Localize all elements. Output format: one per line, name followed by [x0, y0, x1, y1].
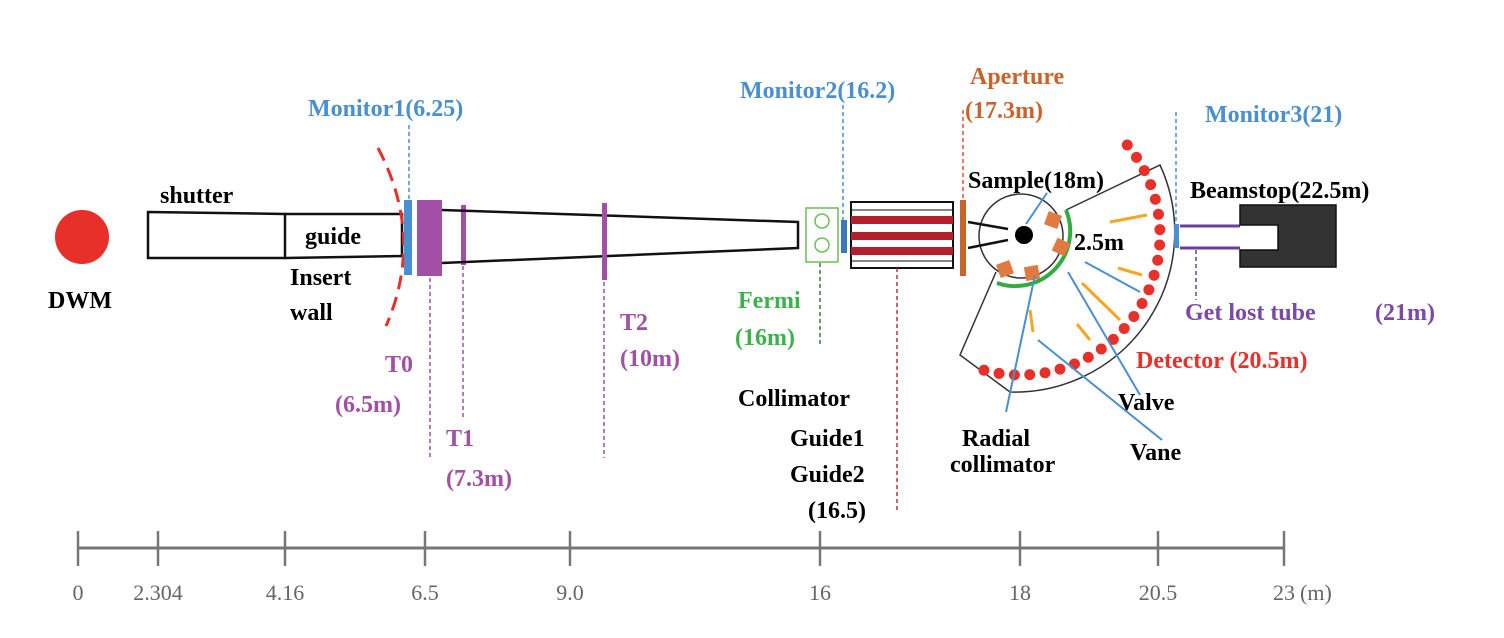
valve-arc [996, 209, 1073, 289]
radius-label: 2.5m [1074, 230, 1124, 256]
t1-chopper [461, 205, 466, 265]
axis-tick-label: 23 [1273, 580, 1295, 605]
axis-tick-label: 0 [73, 580, 84, 605]
detector-tube [1118, 322, 1130, 334]
fermi-chopper [805, 207, 839, 263]
valve-label: Valve [1118, 390, 1175, 416]
monitor3-label: Monitor3(21) [1205, 102, 1342, 128]
monitor1-label: Monitor1(6.25) [308, 96, 463, 122]
insert-label: Insert [290, 265, 351, 291]
wall-label: wall [290, 300, 333, 326]
radial-collimator-vanes [1028, 213, 1148, 341]
fermi-rotor-icon [814, 237, 830, 253]
getlost-pos: (21m) [1375, 300, 1435, 326]
radial-collimator-blocks [996, 211, 1071, 282]
t2-chopper [602, 203, 607, 280]
aperture-pos: (17.3m) [965, 98, 1043, 124]
detector-tube [993, 367, 1005, 379]
monitor2-label: Monitor2(16.2) [740, 78, 895, 104]
t1-label: T1 [446, 426, 474, 452]
collimator-pos: (16.5) [808, 498, 866, 524]
t0-pos: (6.5m) [335, 392, 401, 418]
monitor3 [1174, 224, 1179, 248]
detector-label: Detector (20.5m) [1136, 348, 1307, 374]
axis-ticks: 0 2.304 4.16 6.5 9.0 16 18 20.5 23 [73, 531, 1295, 605]
dwm-source [55, 210, 109, 264]
collimator-blade [851, 247, 953, 255]
detector-tube [978, 364, 990, 376]
collimator-label: Collimator [738, 386, 850, 412]
shutter-label: shutter [160, 183, 234, 209]
axis-tick-label: 20.5 [1139, 580, 1178, 605]
detector-tube [1121, 139, 1133, 151]
t2-pos: (10m) [620, 346, 680, 372]
detector-tube [1128, 310, 1140, 322]
guide1-label: Guide1 [790, 426, 865, 452]
getlost-label: Get lost tube [1185, 300, 1316, 326]
radial-label: Radial [962, 426, 1030, 452]
axis-tick-label: 9.0 [556, 580, 584, 605]
detector-tube [1082, 351, 1094, 363]
detector-tube [1152, 208, 1164, 220]
aperture [960, 200, 966, 276]
detector-array [978, 139, 1166, 381]
leader-arrows [1005, 192, 1163, 441]
detector-tube [1039, 367, 1051, 379]
detector-tube [1068, 358, 1080, 370]
axis-tick-label: 4.16 [266, 580, 305, 605]
collimator-blade [851, 232, 953, 240]
shutter-box [146, 210, 287, 260]
detector-tube [1152, 254, 1164, 266]
detector-tube [1095, 343, 1107, 355]
beamstop [1239, 204, 1337, 268]
insert-wall-arc [376, 147, 406, 327]
monitor1 [404, 200, 412, 275]
sample [1015, 226, 1033, 244]
vane-label: Vane [1130, 440, 1181, 466]
fermi-pos: (16m) [735, 325, 795, 351]
dwm-label: DWM [48, 288, 112, 314]
detector-tank [959, 163, 1176, 393]
detector-tube [1148, 269, 1160, 281]
detector-tube [1136, 298, 1148, 310]
guide-label: guide [305, 224, 361, 250]
detector-tube [1145, 179, 1157, 191]
detector-tube [1054, 363, 1066, 375]
axis-tick-label: 18 [1009, 580, 1031, 605]
monitor2 [841, 220, 847, 253]
detector-tube [1154, 239, 1166, 251]
axis-unit: (m) [1300, 580, 1332, 605]
axis-tick-label: 2.304 [133, 580, 183, 605]
t1-pos: (7.3m) [446, 466, 512, 492]
detector-tube [1107, 333, 1119, 345]
detector-tube [1130, 151, 1142, 163]
t0-chopper [417, 200, 442, 276]
fermi-label: Fermi [738, 288, 801, 314]
axis-tick-label: 6.5 [411, 580, 439, 605]
axis-tick-label: 16 [809, 580, 831, 605]
fermi-rotor-icon [814, 213, 830, 229]
aperture-label: Aperture [970, 64, 1065, 90]
t0-label: T0 [385, 352, 413, 378]
guide2-label: Guide2 [790, 462, 865, 488]
collimator-blade [851, 216, 953, 224]
t2-label: T2 [620, 310, 648, 336]
beamstop-label: Beamstop(22.5m) [1190, 178, 1369, 204]
sample-label: Sample(18m) [968, 168, 1104, 194]
detector-tube [1154, 224, 1166, 236]
main-guide [441, 208, 800, 265]
detector-tube [1149, 193, 1161, 205]
radial-collimator-label: collimator [950, 452, 1056, 478]
detector-tube [1143, 284, 1155, 296]
detector-tube [1138, 165, 1150, 177]
detector-tube [1024, 369, 1036, 381]
